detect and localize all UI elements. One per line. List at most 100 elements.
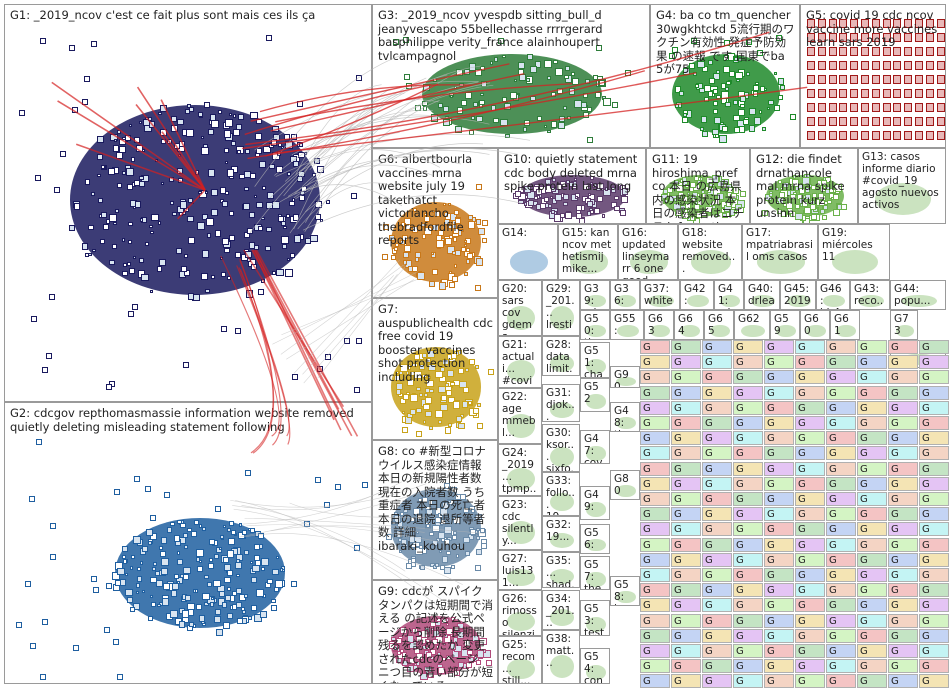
node [871, 131, 880, 140]
node [424, 212, 428, 217]
node [882, 89, 891, 98]
node [82, 99, 89, 106]
node [133, 536, 141, 544]
node [712, 100, 719, 106]
node [135, 591, 139, 595]
node [102, 223, 109, 231]
node [915, 117, 923, 126]
node [893, 47, 902, 56]
node [116, 182, 123, 189]
node [122, 554, 127, 559]
node [244, 550, 249, 556]
node [189, 622, 194, 627]
node [271, 598, 276, 604]
node [126, 597, 133, 604]
node [159, 258, 167, 266]
edge [277, 184, 403, 207]
node [244, 186, 249, 192]
node [112, 145, 120, 152]
node [69, 44, 76, 51]
node [904, 75, 913, 84]
node [249, 211, 255, 218]
node [752, 85, 759, 92]
node [229, 521, 234, 526]
node [493, 117, 500, 124]
node [186, 103, 191, 108]
node [265, 246, 271, 252]
node [210, 275, 215, 280]
node [155, 580, 163, 588]
node [279, 568, 284, 572]
node [224, 130, 232, 138]
node [97, 174, 101, 178]
node [871, 47, 880, 56]
edge [297, 182, 398, 230]
node [201, 136, 205, 140]
node [748, 125, 756, 132]
edge-red [236, 265, 291, 445]
node [223, 148, 230, 154]
node [936, 117, 945, 126]
node [790, 113, 797, 120]
node [757, 49, 764, 56]
node [464, 271, 469, 276]
node [527, 54, 534, 61]
node [177, 118, 184, 126]
node [904, 103, 913, 112]
node [237, 113, 245, 120]
node [286, 257, 291, 262]
node [90, 575, 97, 582]
node [925, 103, 934, 112]
node [132, 303, 139, 310]
node [587, 106, 593, 112]
node [90, 40, 97, 47]
node [235, 559, 240, 563]
node [157, 603, 162, 608]
edge [230, 483, 427, 508]
node [271, 271, 276, 276]
node [714, 133, 720, 139]
node [160, 537, 167, 544]
edge [305, 132, 400, 223]
node [184, 270, 190, 276]
node [587, 136, 594, 143]
node [221, 272, 227, 278]
edge [232, 485, 394, 511]
node [564, 66, 570, 72]
node [144, 242, 149, 247]
node [544, 60, 553, 69]
node [46, 352, 53, 359]
node [564, 74, 569, 80]
node [882, 117, 891, 126]
node [402, 37, 409, 44]
node [237, 617, 244, 624]
node [893, 33, 902, 42]
node [915, 47, 923, 56]
node [134, 475, 141, 482]
node [196, 549, 205, 558]
node [167, 527, 173, 533]
node [817, 103, 826, 112]
node [171, 582, 179, 590]
node [222, 524, 226, 528]
node [251, 605, 258, 612]
node [437, 102, 443, 108]
node [146, 529, 153, 537]
node [839, 131, 848, 140]
node [216, 628, 224, 636]
node [343, 338, 350, 345]
node [150, 230, 154, 235]
node [547, 75, 552, 80]
node [758, 110, 763, 114]
node [904, 47, 913, 56]
node [193, 519, 199, 525]
node [88, 252, 92, 257]
node [497, 37, 504, 44]
node [255, 133, 263, 141]
node [448, 225, 453, 230]
node [925, 61, 934, 70]
node [254, 614, 263, 622]
node [150, 515, 157, 522]
node [915, 89, 923, 98]
node [133, 602, 141, 610]
